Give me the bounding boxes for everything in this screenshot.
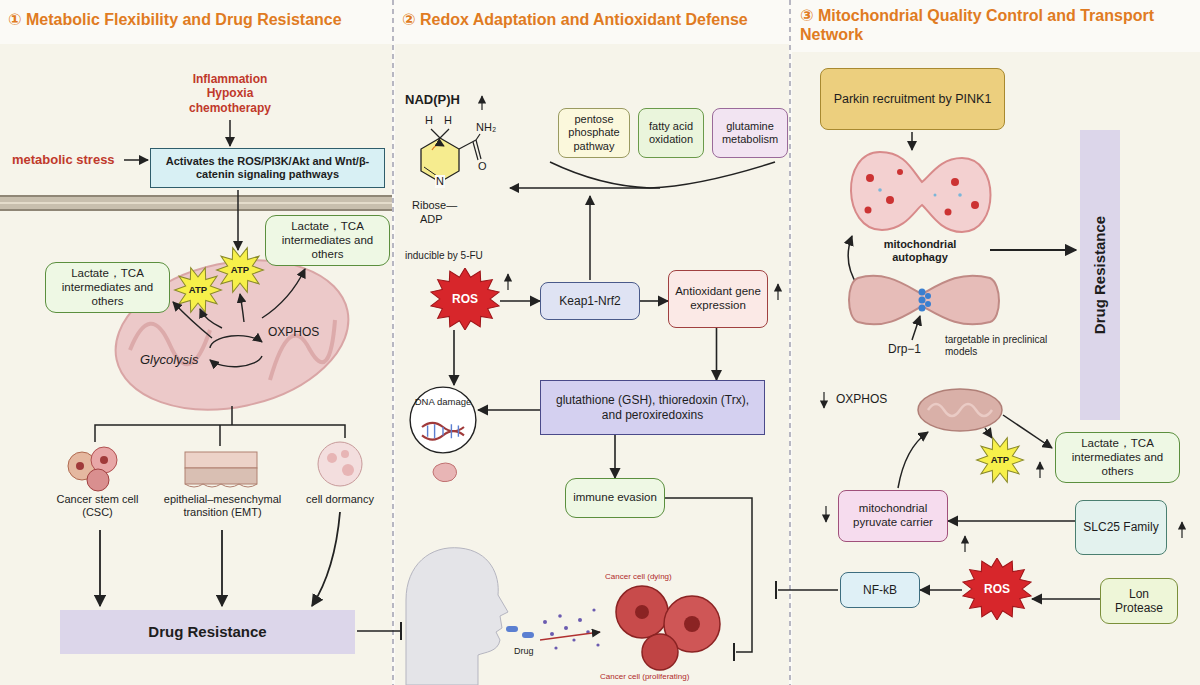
node-text: Activates the ROS/PI3K/Akt and Wnt/β-cat… [157,155,378,181]
connector-arrow [453,330,455,385]
output-box: Lactate，TCA intermediates and others [1055,432,1180,483]
node-text: glutathione (GSH), thioredoxin (Trx), an… [547,393,758,422]
node-text: Lactate，TCA intermediates and others [272,220,383,261]
dna-damage-circle: DNA damage [408,385,478,455]
connector-arrow [478,409,540,411]
node-text: immune evasion [573,491,657,505]
process-box: glutathione (GSH), thioredoxin (Trx), an… [540,380,765,435]
pathway-box: fatty acid oxidation [638,108,704,158]
atom-label: H [425,114,433,127]
output-box: Lactate，TCA intermediates and others [265,215,390,266]
process-box: Keap1-Nrf2 [540,282,640,320]
node-text: DNA damage [415,396,472,407]
outcome-box: immune evasion [565,478,665,518]
node-text: Keap1-Nrf2 [559,294,620,308]
atp-label: ATP [184,284,212,295]
panel-heading: ① Metabolic Flexibility and Drug Resista… [8,10,388,29]
cell-state-label: cell dormancy [295,493,385,506]
panel-heading: ② Redox Adaptation and Antioxidant Defen… [402,10,787,29]
process-box: Lon Protease [1100,578,1178,624]
pathway-box: glutamine metabolism [712,108,788,158]
atom-label: O [478,160,487,173]
pathway-label: Glycolysis [140,352,199,368]
cell-label: Cancer cell (proliferating) [600,672,689,682]
atp-label: ATP [226,264,254,275]
atom-label: ADP [420,213,443,226]
atom-label: Ribose— [412,199,457,212]
ros-burst: ROS [430,268,500,330]
node-text: Lactate，TCA intermediates and others [52,267,163,308]
atp-label: ATP [986,454,1014,465]
connector-arrow [614,435,616,478]
node-text: Lon Protease [1107,587,1171,616]
stress-label: Inflammation Hypoxia chemotherapy [185,72,275,115]
node-text: Lactate，TCA intermediates and others [1062,437,1173,478]
connector-arrow [948,520,1075,522]
pathway-label: OXPHOS [836,392,887,406]
connector-arrow [500,300,540,302]
node-text: Drug Resistance [1091,216,1109,334]
node-text: pentose phosphate pathway [565,113,623,153]
molecule-name: NAD(P)H [405,92,460,108]
note-label: inducible by 5-FU [405,250,483,262]
process-box: SLC25 Family [1075,500,1167,555]
cell-label: Cancer cell (dying) [605,572,672,582]
outcome-bar: Drug Resistance [1080,130,1120,420]
drug-label: Drug [514,646,534,657]
cell-state-label: epithelial–mesenchymal transition (EMT) [160,493,285,519]
connector-arrow [640,300,668,302]
process-box: mitochondrial pyruvate carrier [838,490,948,542]
output-box: Lactate，TCA intermediates and others [45,262,170,313]
node-text: mitochondrial pyruvate carrier [845,502,941,530]
connector-arrow [920,589,962,591]
node-text: Parkin recruitment by PINK1 [834,92,992,107]
atom-label: NH₂ [476,121,496,134]
pathway-label: OXPHOS [268,325,319,339]
stress-label: metabolic stress [12,152,115,168]
protein-label: Drp−1 [888,342,921,356]
node-text: SLC25 Family [1083,520,1158,534]
note-label: targetable in preclinical models [945,334,1060,358]
node-text: Antioxidant gene expression [675,285,761,313]
node-text: NF-kB [863,583,897,597]
connector-arrow [1032,598,1100,600]
pathway-box: pentose phosphate pathway [558,108,630,158]
atom-label: H [444,114,452,127]
node-text: Drug Resistance [148,623,266,641]
outcome-bar: Drug Resistance [60,610,355,654]
process-box: NF-kB [840,572,920,608]
panel-heading: ③ Mitochondrial Quality Control and Tran… [800,6,1195,44]
process-label: mitochondrial autophagy [855,238,985,264]
process-box: Activates the ROS/PI3K/Akt and Wnt/β-cat… [150,148,385,188]
node-text: glutamine metabolism [719,120,781,146]
ros-burst: ROS [962,558,1032,620]
process-box: Antioxidant gene expression [668,270,768,328]
process-box: Parkin recruitment by PINK1 [820,68,1005,130]
atom-label: N [435,175,445,188]
circle-outline [408,385,478,455]
node-text: ROS [984,582,1010,596]
node-text: fatty acid oxidation [645,120,697,146]
connector-arrow [716,328,718,380]
cell-state-label: Cancer stem cell (CSC) [40,493,155,519]
node-text: ROS [452,292,478,306]
